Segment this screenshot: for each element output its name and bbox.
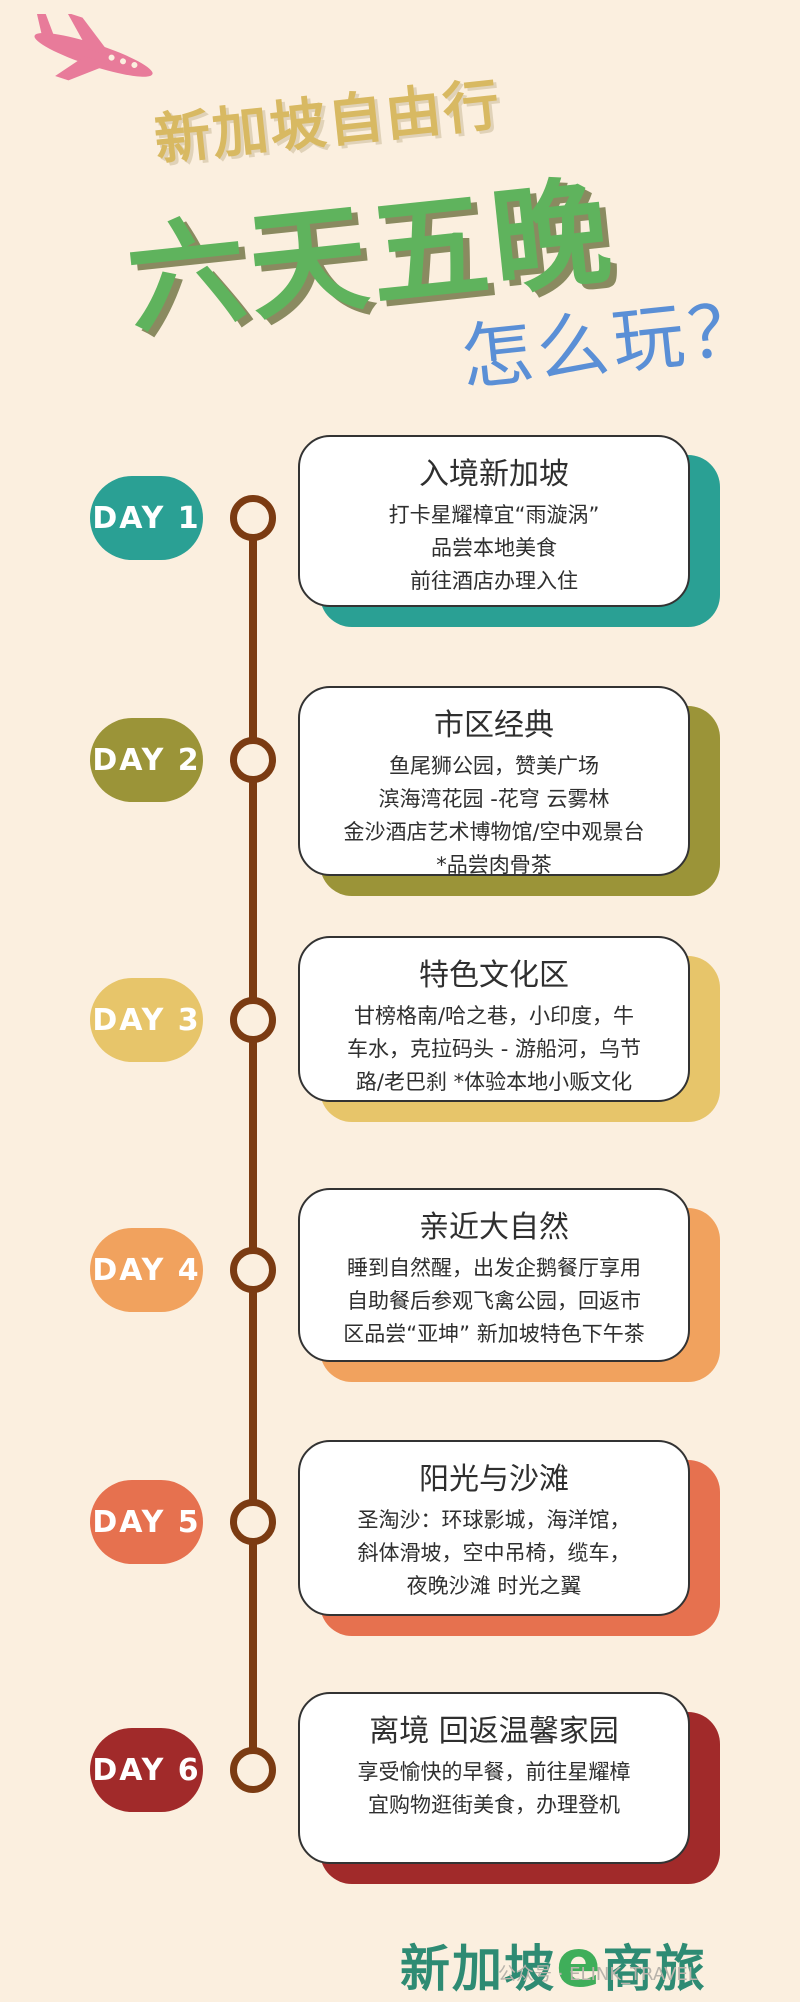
day-label-4: DAY 4 xyxy=(90,1228,203,1312)
day-label-5: DAY 5 xyxy=(90,1480,203,1564)
day-activity-line: 打卡星耀樟宜“雨漩涡” xyxy=(388,503,600,527)
day-activity-line: 路/老巴刹 *体验本地小贩文化 xyxy=(355,1070,633,1094)
day-card-5: 阳光与沙滩圣淘沙：环球影城，海洋馆， 斜体滑坡，空中吊椅，缆车， 夜晚沙滩 时光之翼 xyxy=(298,1440,690,1616)
day-activity-line: 车水，克拉码头 - 游船河，乌节 xyxy=(347,1037,641,1061)
day-title: 市区经典 xyxy=(434,708,554,743)
day-card-6: 离境 回返温馨家园享受愉快的早餐，前往星耀樟宜购物逛街美食，办理登机 xyxy=(298,1692,690,1864)
timeline-node-2 xyxy=(230,737,276,783)
day-label-1: DAY 1 xyxy=(90,476,203,560)
brand-part-2: 商旅 xyxy=(602,1940,707,1998)
day-card-3: 特色文化区甘榜格南/哈之巷，小印度，牛车水，克拉码头 - 游船河，乌节路/老巴刹… xyxy=(298,936,690,1102)
day-label-3: DAY 3 xyxy=(90,978,203,1062)
day-title: 离境 回返温馨家园 xyxy=(369,1714,619,1749)
day-activity-line: 斜体滑坡，空中吊椅，缆车， xyxy=(357,1541,631,1565)
timeline-line xyxy=(249,518,257,1773)
day-activity-line: *品尝肉骨茶 xyxy=(436,853,552,877)
timeline-node-1 xyxy=(230,495,276,541)
day-card-1: 入境新加坡打卡星耀樟宜“雨漩涡” 品尝本地美食前往酒店办理入住 xyxy=(298,435,690,607)
airplane-icon xyxy=(34,14,153,81)
brand-e: e xyxy=(556,1925,603,2002)
day-activity-line: 享受愉快的早餐，前往星耀樟 xyxy=(357,1760,631,1784)
day-activity-line: 自助餐后参观飞禽公园，回返市 xyxy=(347,1289,641,1313)
day-activity-line: 甘榜格南/哈之巷，小印度，牛 xyxy=(353,1004,635,1028)
day-title: 特色文化区 xyxy=(419,958,569,993)
day-activity-line: 区品尝“亚坤” 新加坡特色下午茶 xyxy=(343,1322,645,1346)
day-title: 入境新加坡 xyxy=(419,457,569,492)
watermark: 公众号 · ELINK_TRAVEL xyxy=(498,1964,698,1985)
day-activity-line: 鱼尾狮公园，赞美广场 xyxy=(389,754,599,778)
day-card-2: 市区经典鱼尾狮公园，赞美广场滨海湾花园 -花穹 云雾林金沙酒店艺术博物馆/空中观… xyxy=(298,686,690,877)
day-activity-line: 圣淘沙：环球影城，海洋馆， xyxy=(357,1508,631,1532)
timeline-node-4 xyxy=(230,1247,276,1293)
brand-part-1: 新加坡 xyxy=(400,1940,556,1998)
day-title: 阳光与沙滩 xyxy=(419,1462,569,1497)
timeline-node-6 xyxy=(230,1747,276,1793)
day-label-6: DAY 6 xyxy=(90,1728,203,1812)
day-title: 亲近大自然 xyxy=(419,1210,569,1245)
day-activity-line: 品尝本地美食 xyxy=(431,536,557,560)
day-activity-line: 滨海湾花园 -花穹 云雾林 xyxy=(378,787,610,811)
day-activity-line: 金沙酒店艺术博物馆/空中观景台 xyxy=(343,820,645,844)
day-label-2: DAY 2 xyxy=(90,718,203,802)
day-activity-line: 睡到自然醒，出发企鹅餐厅享用 xyxy=(347,1256,641,1280)
day-activity-line: 前往酒店办理入住 xyxy=(410,569,578,593)
day-activity-line: 宜购物逛街美食，办理登机 xyxy=(368,1793,620,1817)
timeline-node-5 xyxy=(230,1499,276,1545)
brand-logo-text: 新加坡e商旅 xyxy=(400,1925,707,2002)
day-card-4: 亲近大自然睡到自然醒，出发企鹅餐厅享用自助餐后参观飞禽公园，回返市区品尝“亚坤”… xyxy=(298,1188,690,1362)
day-activity-line: 夜晚沙滩 时光之翼 xyxy=(406,1574,582,1598)
timeline-node-3 xyxy=(230,997,276,1043)
